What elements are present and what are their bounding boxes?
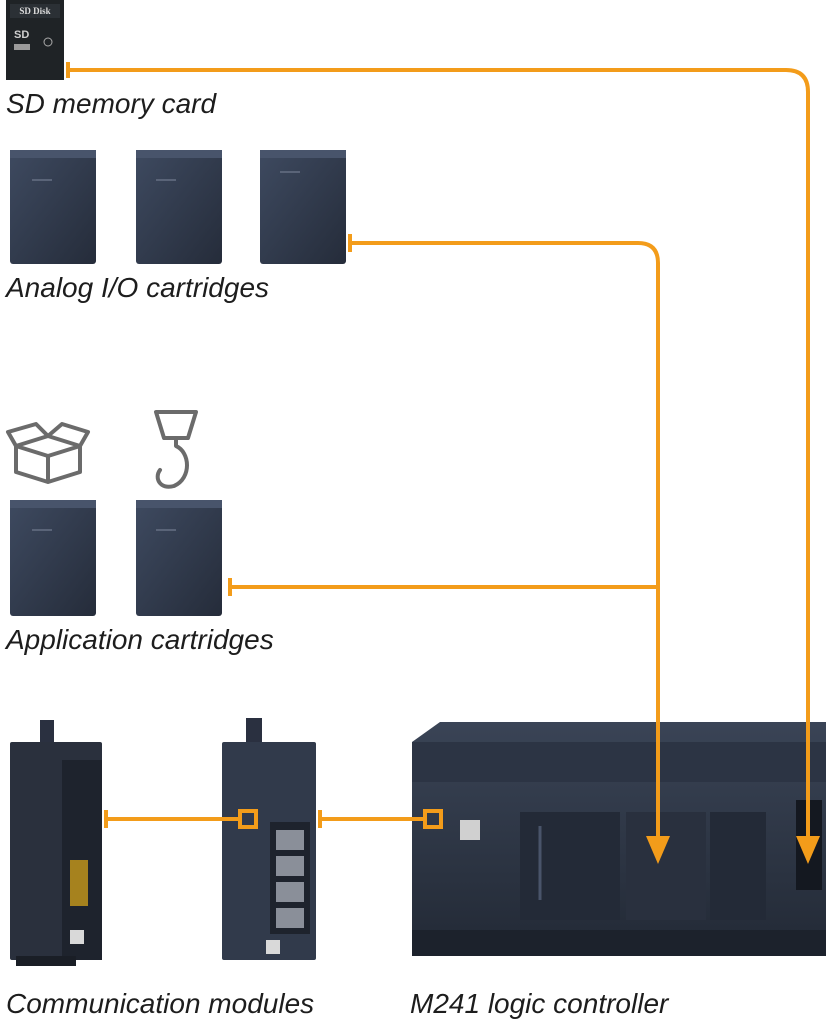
- analog-cartridge-2: [136, 150, 222, 264]
- caption-controller: M241 logic controller: [410, 990, 668, 1018]
- caption-communication: Communication modules: [6, 990, 314, 1018]
- communication-module-1: [10, 720, 102, 966]
- analog-cartridge-1: [10, 150, 96, 264]
- caption-sd-card: SD memory card: [6, 90, 216, 118]
- caption-application: Application cartridges: [6, 626, 274, 654]
- sd-card: SD Disk SD: [6, 0, 64, 80]
- hook-icon: [156, 412, 196, 487]
- analog-cartridge-3: [260, 150, 346, 264]
- sd-card-label: SD Disk: [19, 6, 50, 16]
- application-cartridge-2: [136, 500, 222, 616]
- m241-controller: [412, 722, 826, 956]
- caption-analog-io: Analog I/O cartridges: [6, 274, 269, 302]
- svg-text:SD: SD: [14, 29, 29, 41]
- communication-module-2: [222, 718, 316, 960]
- application-cartridge-1: [10, 500, 96, 616]
- connector-application-to-controller: [230, 578, 658, 596]
- box-icon: [8, 424, 88, 482]
